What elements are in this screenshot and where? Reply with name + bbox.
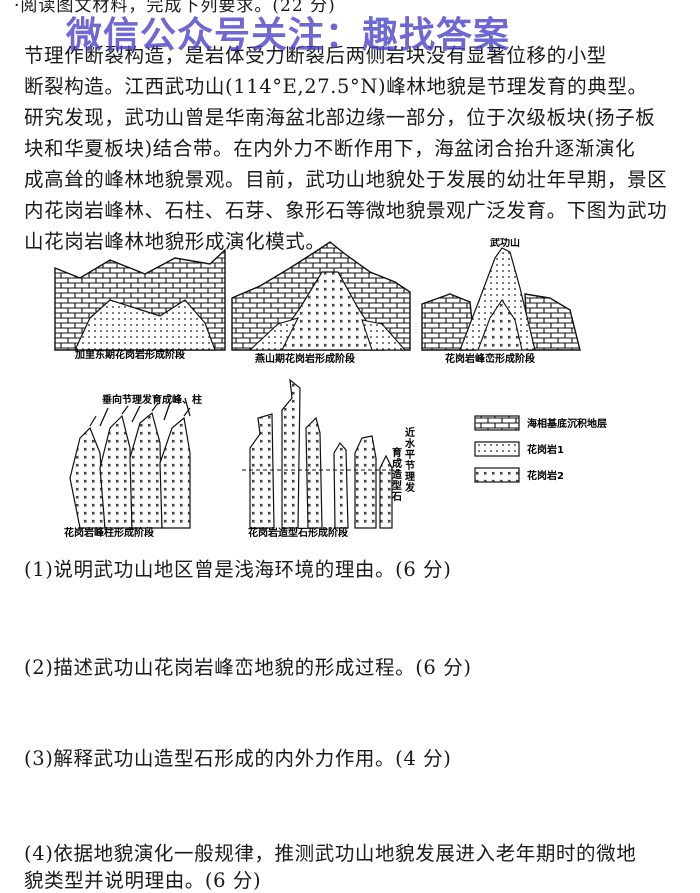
svg-text:近: 近: [405, 426, 415, 439]
question-3: (3)解释武功山造型石形成的内外力作用。(4 分): [24, 747, 452, 770]
legend: 海相基底沉积地层 花岗岩1 花岗岩2: [474, 415, 607, 483]
stage5-diagram: [242, 378, 402, 529]
legend-label: 花岗岩2: [527, 469, 564, 482]
svg-text:石: 石: [391, 491, 402, 503]
stage4-diagram: [69, 397, 191, 529]
svg-text:节: 节: [405, 459, 415, 472]
landform-evolution-figure: 加里东期花岗岩形成阶段 燕山期花岗岩形成阶段 武功山 花岗岩峰峦形成阶段 垂向节…: [54, 238, 607, 538]
stage3-label: 花岗岩峰峦形成阶段: [445, 352, 535, 365]
horizontal-joint-note: 近 水 平 节 理 发 育 成 造 型 石: [391, 426, 416, 503]
legend-swatch-cross: [474, 467, 520, 483]
intro-line: 块和华夏板块)结合带。在内外力不断作用下，海盆闭合抬升逐渐演化: [24, 137, 636, 160]
question-4-line2: 貌类型并说明理由。(6 分): [24, 869, 262, 892]
question-1: (1)说明武功山地区曾是浅海环境的理由。(6 分): [24, 558, 452, 581]
stage4-label: 花岗岩峰柱形成阶段: [64, 526, 154, 538]
svg-text:型: 型: [392, 479, 402, 492]
svg-text:成: 成: [392, 457, 402, 470]
intro-line: 研究发现，武功山曾是华南海盆北部边缘一部分，位于次级板块(扬子板: [24, 106, 656, 129]
svg-text:理: 理: [405, 471, 415, 483]
intro-paragraph: 节理作断裂构造，是岩体受力断裂后两侧岩块没有显著位移的小型 断裂构造。江西武功山…: [24, 40, 694, 257]
legend-label: 花岗岩1: [527, 443, 564, 456]
intro-line: 内花岗岩峰林、石柱、石芽、象形石等微地貌景观广泛发育。下图为武功: [24, 199, 668, 222]
question-4-line1: (4)依据地貌演化一般规律，推测武功山地貌发展进入老年期时的微地: [24, 842, 637, 865]
svg-text:平: 平: [405, 449, 415, 461]
stage2-diagram: [231, 241, 411, 351]
watermark: 微信公众号关注：趣找答案: [66, 15, 511, 56]
intro-line: 山花岗岩峰林地貌形成演化模式。: [24, 230, 326, 253]
intro-line: 断裂构造。江西武功山(114°E,27.5°N)峰林地貌是节理发育的典型。: [24, 75, 648, 98]
legend-swatch-dots: [474, 441, 520, 457]
svg-text:育: 育: [392, 446, 402, 459]
peak-label: 武功山: [490, 238, 520, 249]
legend-label: 海相基底沉积地层: [527, 417, 607, 430]
question-header-cut: ·阅读图文材料，完成下列要求。(22 分): [14, 0, 336, 16]
intro-line: 成高耸的峰林地貌景观。目前，武功山地貌处于发展的幼壮年早期，景区: [24, 168, 668, 191]
vertical-joint-note: 垂向节理发育成峰、柱: [102, 393, 202, 406]
question-2: (2)描述武功山花岗岩峰峦地貌的形成过程。(6 分): [24, 656, 472, 679]
stage5-label: 花岗岩造型石形成阶段: [248, 526, 348, 538]
stage2-label: 燕山期花岗岩形成阶段: [255, 352, 355, 365]
svg-text:发: 发: [404, 481, 416, 494]
intro-line: 节理作断裂构造，是岩体受力断裂后两侧岩块没有显著位移的小型: [24, 44, 607, 67]
legend-swatch-brick: [474, 415, 520, 431]
svg-text:水: 水: [404, 437, 416, 450]
stage3-diagram: [421, 247, 581, 351]
stage1-diagram: [54, 248, 226, 351]
svg-text:造: 造: [392, 468, 403, 481]
stage1-label: 加里东期花岗岩形成阶段: [74, 348, 185, 361]
